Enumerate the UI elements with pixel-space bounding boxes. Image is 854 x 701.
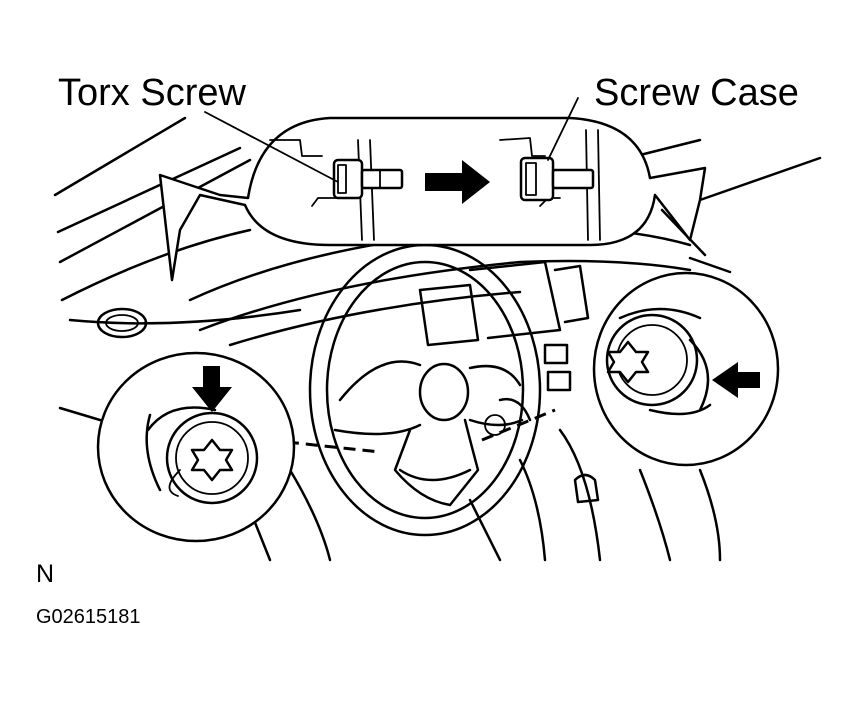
right-leader-dashed	[481, 408, 556, 442]
torx-screw-label: Torx Screw	[58, 72, 246, 114]
left-zoom-circle	[96, 351, 296, 543]
torx-screw-detail-left	[269, 139, 404, 241]
left-down-arrow-icon	[192, 366, 232, 412]
right-zoom-circle	[592, 271, 780, 467]
left-air-vent	[96, 307, 148, 339]
label-leaders	[204, 97, 579, 183]
detail-callout-bubble	[158, 116, 707, 282]
screw-case-detail-right	[499, 129, 601, 241]
steering-wheel	[308, 243, 542, 537]
view-letter-label: N	[36, 560, 55, 588]
screw-case-label: Screw Case	[594, 72, 799, 114]
transfer-arrow-icon	[425, 160, 490, 204]
figure-code-label: G02615181	[36, 606, 141, 628]
center-console	[418, 260, 600, 504]
right-left-arrow-icon	[712, 362, 760, 398]
